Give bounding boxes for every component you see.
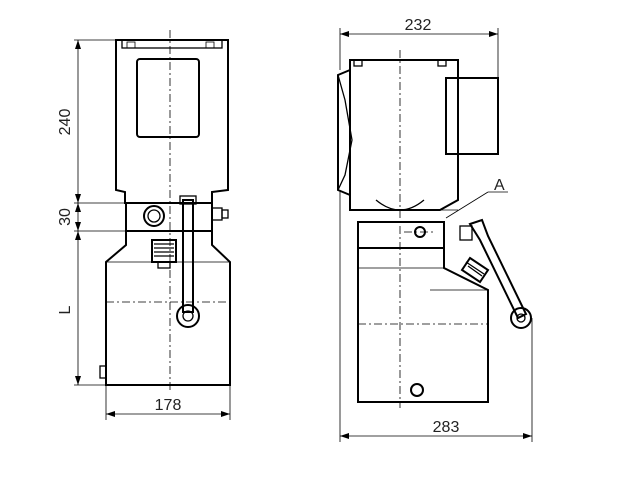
side-motor-flange [337, 69, 351, 196]
front-nameplate [136, 58, 200, 138]
dim-283-label: 283 [433, 419, 460, 436]
side-motor-body [349, 59, 459, 211]
side-valve-block [357, 221, 445, 249]
callout-A-label: A [494, 177, 505, 194]
front-lever-knob [176, 304, 200, 328]
dim-178-label: 178 [155, 397, 182, 414]
dim-30-label: 30 [57, 208, 74, 226]
side-view: A [337, 50, 532, 408]
side-breather [460, 256, 490, 284]
front-hand-lever [182, 199, 194, 313]
side-dimensions: 232 283 [339, 17, 533, 442]
side-drain-plug [410, 383, 424, 397]
front-valve-block [125, 202, 213, 232]
dim-L-label: L [57, 305, 74, 314]
side-hand-lever [468, 218, 528, 320]
front-port-fitting [143, 205, 165, 227]
front-motor-body [115, 39, 229, 204]
side-tank [357, 247, 489, 403]
front-breather-cap [151, 239, 177, 263]
side-lever-knob [510, 307, 532, 329]
dim-232-label: 232 [405, 17, 432, 34]
front-view [99, 30, 231, 392]
callout-leader [445, 191, 489, 219]
front-motor-top-cap [121, 39, 223, 49]
dim-240-label: 240 [57, 109, 74, 136]
side-junction-box [445, 77, 499, 155]
front-tank [105, 230, 231, 386]
front-drain-plug [99, 365, 107, 379]
front-side-fitting [211, 207, 223, 221]
front-dimensions: 240 30 L 178 [57, 39, 231, 420]
